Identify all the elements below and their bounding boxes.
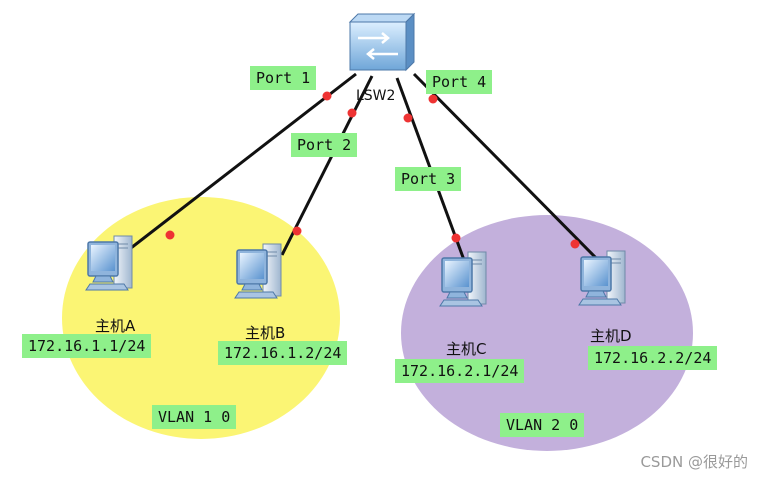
switch-icon[interactable] xyxy=(348,12,416,72)
port-3-label: Port 3 xyxy=(395,167,462,191)
host-c-name: 主机C xyxy=(446,340,487,358)
vlan10-label: VLAN 1 0 xyxy=(152,405,237,429)
link-host-a xyxy=(117,72,357,260)
watermark: CSDN @很好的 xyxy=(640,453,748,471)
link-host-d xyxy=(412,72,602,264)
link-host-b xyxy=(280,75,374,256)
port-1-label: Port 1 xyxy=(250,66,317,90)
pc-icon-c[interactable] xyxy=(439,251,487,307)
host-b-ip: 172.16.1.2/24 xyxy=(218,341,348,365)
port-2-label: Port 2 xyxy=(291,133,358,157)
port-dot xyxy=(165,230,175,240)
port-dot xyxy=(570,239,580,249)
switch-name: LSW2 xyxy=(356,88,396,104)
port-4-label: Port 4 xyxy=(426,70,493,94)
port-dot xyxy=(403,113,413,123)
pc-icon-d[interactable] xyxy=(578,250,626,306)
host-b-name: 主机B xyxy=(245,324,286,342)
port-dot xyxy=(292,226,302,236)
host-a-ip: 172.16.1.1/24 xyxy=(22,334,152,358)
host-d-name: 主机D xyxy=(590,327,632,345)
port-dot xyxy=(347,108,357,118)
vlan20-label: VLAN 2 0 xyxy=(500,413,585,437)
pc-icon-b[interactable] xyxy=(234,243,282,299)
port-dot xyxy=(451,233,461,243)
port-dot xyxy=(322,91,332,101)
host-c-ip: 172.16.2.1/24 xyxy=(395,359,525,383)
host-d-ip: 172.16.2.2/24 xyxy=(588,346,718,370)
port-dot xyxy=(428,94,438,104)
pc-icon-a[interactable] xyxy=(85,235,133,291)
host-a-name: 主机A xyxy=(95,317,136,335)
